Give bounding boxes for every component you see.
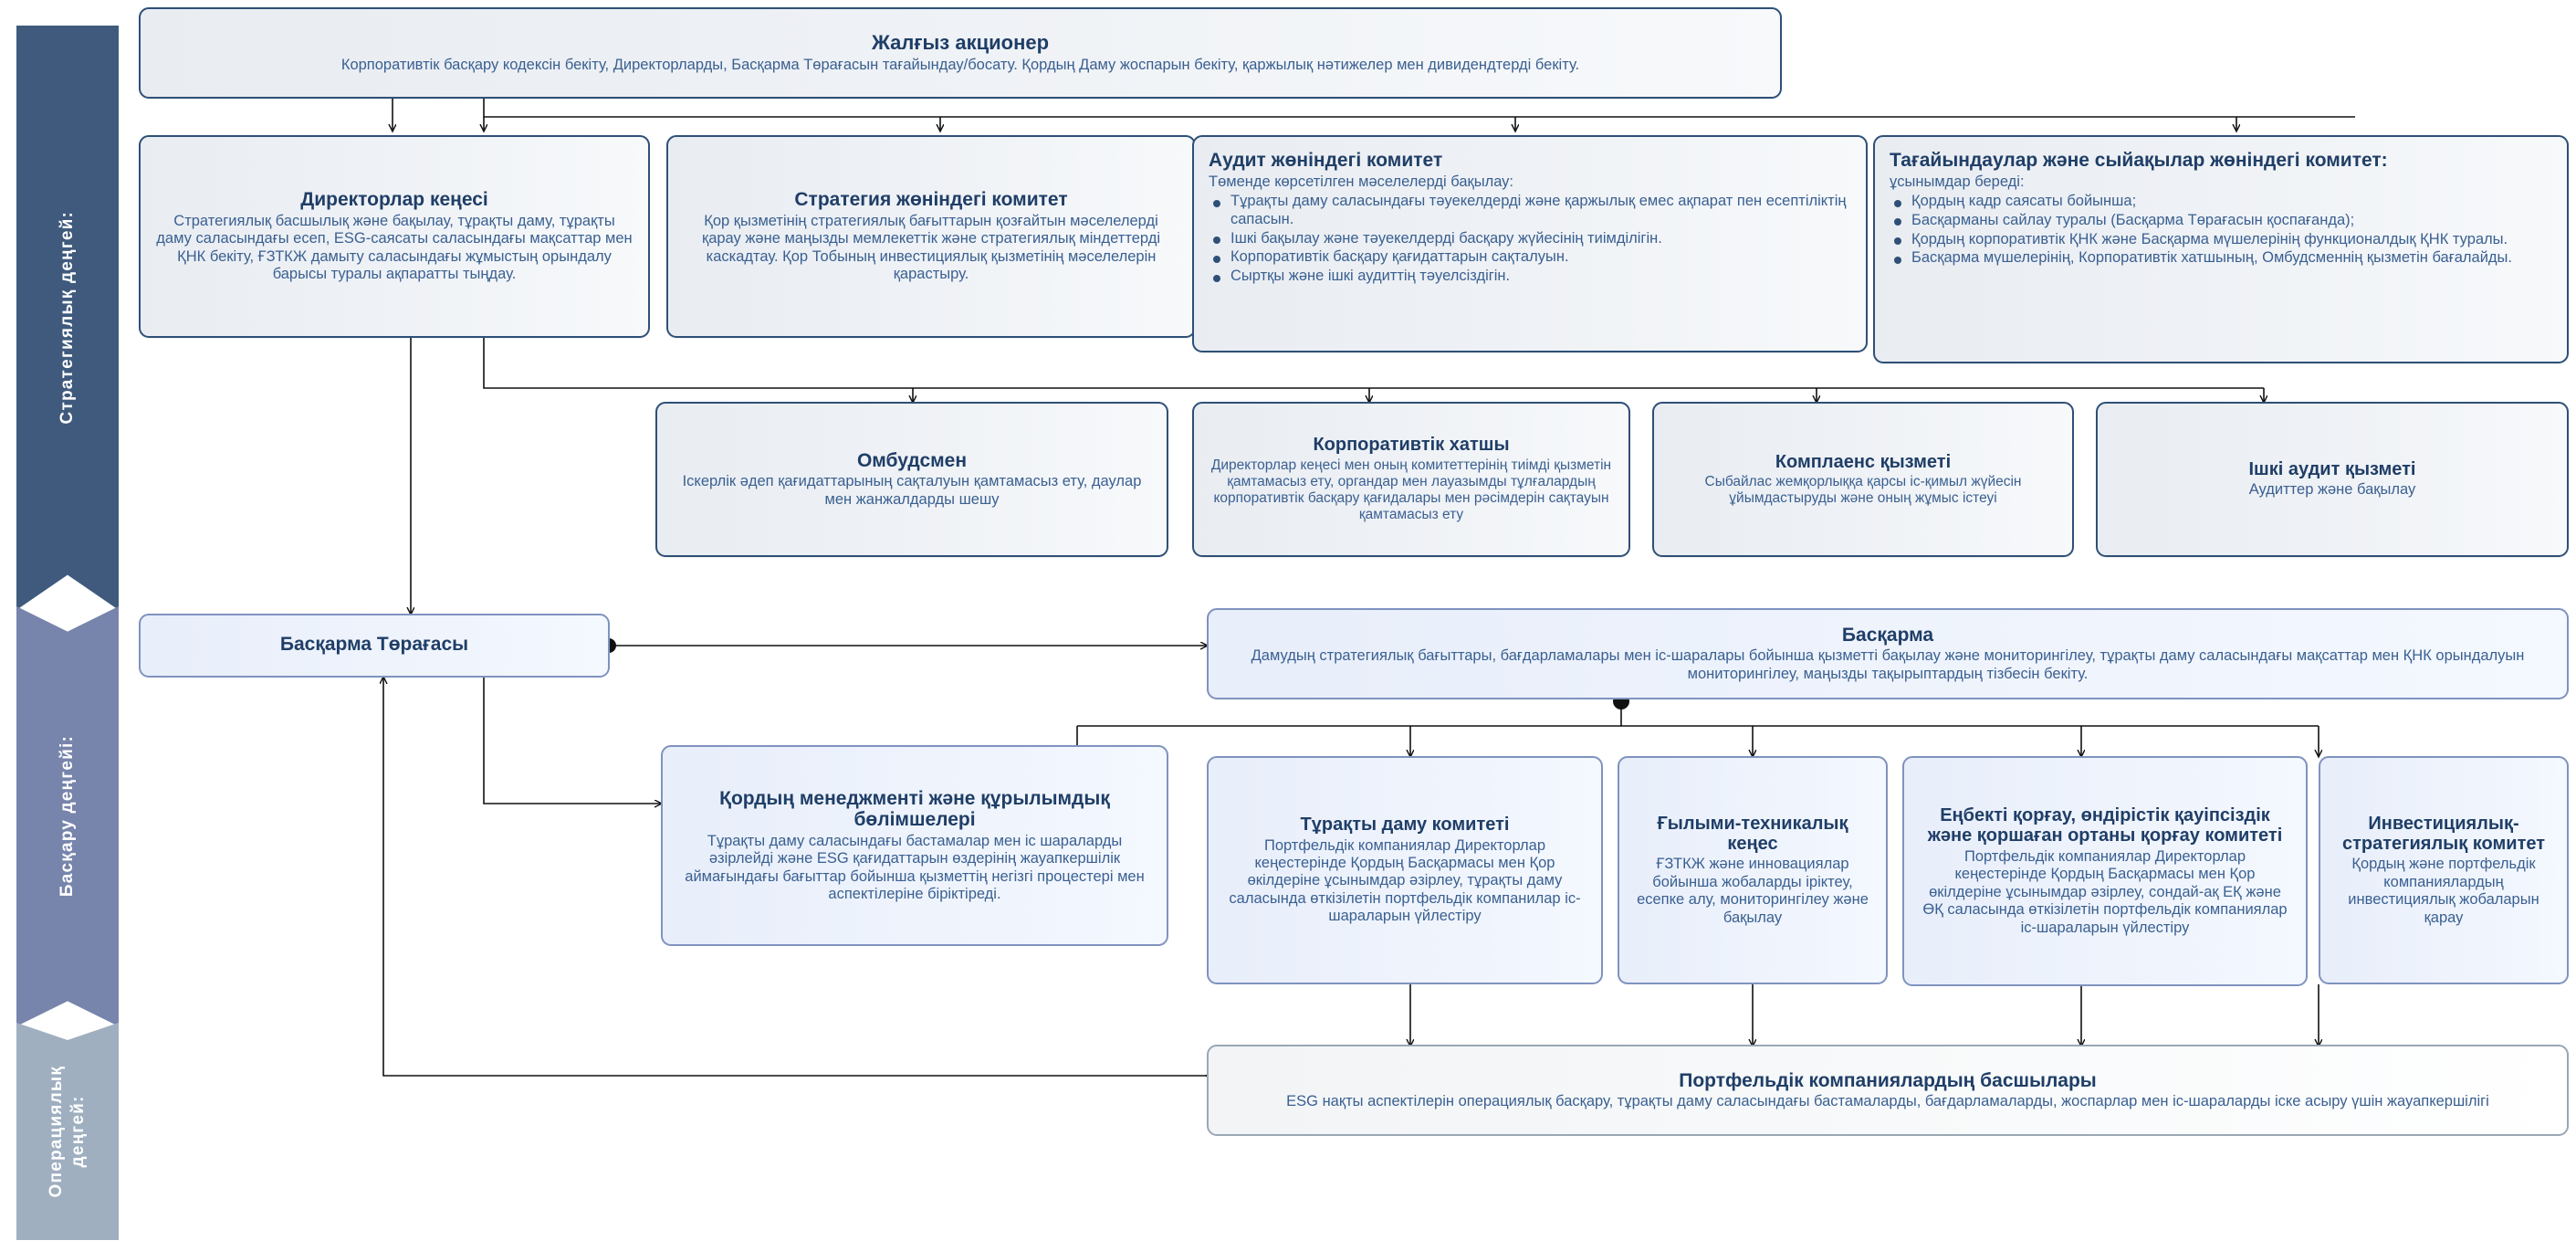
node-title: Басқарма Төрағасы — [279, 634, 469, 656]
list-item: Қордың кадр саясаты бойынша; — [1890, 193, 2512, 211]
node-ombudsman[interactable]: Омбудсмен Іскерлік әдеп қағидаттарының с… — [655, 402, 1168, 557]
node-title: Қордың менеджменті және құрылымдық бөлім… — [719, 787, 1110, 831]
nomination-committee-bullet-list: Қордың кадр саясаты бойынша; Басқарманы … — [1890, 193, 2512, 268]
node-body: Аудиттер және бақылау — [2248, 481, 2416, 499]
node-title: Тағайындаулар және сыйақылар жөніндегі к… — [1890, 150, 2388, 171]
node-body: Корпоративтік басқару кодексін бекіту, Д… — [340, 56, 1580, 73]
node-board-of-directors[interactable]: Директорлар кеңесі Стратегиялық басшылық… — [139, 135, 650, 338]
list-item: Корпоративтік басқару қағидаттарын сақта… — [1209, 248, 1851, 267]
list-item: Тұрақты даму саласындағы тәуекелдерді жә… — [1209, 193, 1851, 229]
node-body: Сыбайлас жемқорлыққа қарсы іс-қимыл жүйе… — [1704, 473, 2022, 507]
node-chairman-of-board[interactable]: Басқарма Төрағасы — [139, 614, 610, 678]
level-band-strategic: Стратегиялық деңгей: — [16, 26, 119, 610]
level-band-operational: Операциялық деңгей: — [16, 1023, 119, 1240]
node-title: Еңбекті қорғау, өндірістік қауіпсіздік ж… — [1927, 804, 2283, 846]
node-title: Инвестициялық-стратегиялық комитет — [2341, 813, 2546, 855]
node-investment-strategy-committee[interactable]: Инвестициялық-стратегиялық комитет Қорды… — [2319, 756, 2569, 984]
node-title: Аудит жөніндегі комитет — [1209, 150, 1443, 171]
node-nomination-remuneration-committee[interactable]: Тағайындаулар және сыйақылар жөніндегі к… — [1873, 135, 2569, 363]
list-item: Басқарма мүшелерінің, Корпоративтік хатш… — [1890, 249, 2512, 268]
list-item: Сыртқы және ішкі аудиттің тәуелсіздігін. — [1209, 268, 1851, 286]
node-title: Тұрақты даму комитеті — [1300, 815, 1510, 836]
node-compliance-service[interactable]: Комплаенс қызметі Сыбайлас жемқорлыққа қ… — [1652, 402, 2074, 557]
list-item: Қордың корпоративтік ҚНК және Басқарма м… — [1890, 231, 2512, 249]
node-body: ESG нақты аспектілерін операциялық басқа… — [1286, 1093, 2489, 1110]
list-item: Басқарманы сайлау туралы (Басқарма Төрағ… — [1890, 212, 2512, 230]
node-corporate-secretary[interactable]: Корпоративтік хатшы Директорлар кеңесі м… — [1192, 402, 1630, 557]
node-title: Омбудсмен — [856, 449, 968, 471]
node-body: Портфельдік компаниялар Директорлар кеңе… — [1922, 847, 2288, 936]
level-band-management: Басқару деңгейі: — [16, 606, 119, 1026]
node-body: Директорлар кеңесі мен оның комитеттерін… — [1210, 457, 1612, 523]
node-body: Дамудың стратегиялық бағыттары, бағдарла… — [1251, 647, 2525, 682]
node-body: Тұрақты даму саласындағы бастамалар мен … — [685, 832, 1145, 902]
node-title: Стратегия жөніндегі комитет — [794, 189, 1068, 211]
node-management-board[interactable]: Басқарма Дамудың стратегиялық бағыттары,… — [1207, 608, 2569, 699]
audit-committee-bullet-list: Тұрақты даму саласындағы тәуекелдерді жә… — [1209, 193, 1851, 287]
list-item: Ішкі бақылау және тәуекелдерді басқару ж… — [1209, 230, 1851, 248]
level-label-operational: Операциялық деңгей: — [47, 1065, 88, 1198]
node-audit-committee[interactable]: Аудит жөніндегі комитет Төменде көрсетіл… — [1192, 135, 1868, 352]
node-body: Қор қызметінің стратегиялық бағыттарын қ… — [701, 212, 1160, 283]
node-intro: ұсынымдар береді: — [1890, 173, 2025, 190]
node-title: Ғылыми-техникалық кеңес — [1657, 813, 1848, 855]
node-sustainable-development-committee[interactable]: Тұрақты даму комитеті Портфельдік компан… — [1207, 756, 1603, 984]
node-title: Ішкі аудит қызметі — [2248, 459, 2416, 480]
node-sole-shareholder[interactable]: Жалғыз акционер Корпоративтік басқару ко… — [139, 7, 1782, 99]
node-internal-audit-service[interactable]: Ішкі аудит қызметі Аудиттер және бақылау — [2096, 402, 2569, 557]
node-title: Басқарма — [1841, 624, 1934, 646]
node-body: Іскерлік әдеп қағидаттарының сақталуын қ… — [682, 473, 1142, 508]
level-label-management: Басқару деңгейі: — [58, 735, 78, 898]
node-strategy-committee[interactable]: Стратегия жөніндегі комитет Қор қызметін… — [666, 135, 1196, 338]
node-body: Портфельдік компаниялар Директорлар кеңе… — [1229, 836, 1581, 925]
node-body: Стратегиялық басшылық және бақылау, тұра… — [156, 212, 633, 283]
node-title: Комплаенс қызметі — [1775, 451, 1952, 472]
node-body: Қордың және портфельдік компаниялардың и… — [2348, 856, 2539, 926]
node-fund-management-units[interactable]: Қордың менеджменті және құрылымдық бөлім… — [661, 745, 1168, 946]
level-label-strategic: Стратегиялық деңгей: — [58, 211, 78, 425]
node-title: Корпоративтік хатшы — [1313, 435, 1510, 456]
node-intro: Төменде көрсетілген мәселелерді бақылау: — [1209, 173, 1514, 190]
node-portfolio-company-heads[interactable]: Портфельдік компаниялардың басшылары ESG… — [1207, 1045, 2569, 1136]
node-title: Жалғыз акционер — [871, 30, 1050, 54]
node-hse-committee[interactable]: Еңбекті қорғау, өндірістік қауіпсіздік ж… — [1902, 756, 2308, 986]
node-body: ҒЗТКЖ және инновациялар бойынша жобалард… — [1637, 856, 1869, 926]
node-title: Директорлар кеңесі — [300, 189, 488, 211]
node-title: Портфельдік компаниялардың басшылары — [1679, 1069, 2097, 1091]
node-scientific-technical-council[interactable]: Ғылыми-техникалық кеңес ҒЗТКЖ және иннов… — [1618, 756, 1888, 984]
